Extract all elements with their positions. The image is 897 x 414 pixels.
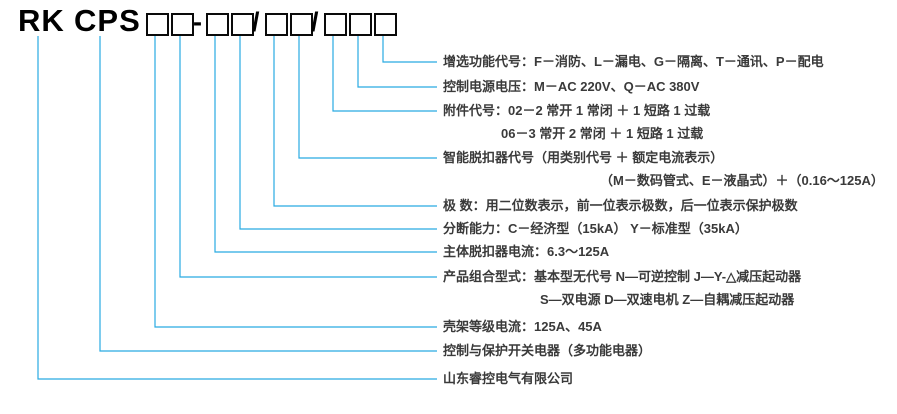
callout-combination-type-line2: S—双电源 D—双速电机 Z—自耦减压起动器 <box>540 292 795 307</box>
box-breaking-capacity <box>231 13 254 36</box>
callout-trip-unit-code-line2: （M－数码管式、E－液晶式）＋（0.16～125A） <box>600 173 884 188</box>
callout-control-voltage: 控制电源电压：M－AC 220V、Q－AC 380V <box>443 79 700 94</box>
callout-company: 山东睿控电气有限公司 <box>443 371 574 386</box>
box-function <box>374 13 397 36</box>
callout-poles: 极 数：用二位数表示，前一位表示极数，后一位表示保护极数 <box>443 198 798 213</box>
callout-line-breaking-capacity <box>239 36 437 230</box>
callout-product-name: 控制与保护开关电器（多功能电器） <box>443 343 652 358</box>
box-control-voltage <box>349 13 372 36</box>
dash-separator: - <box>193 7 202 37</box>
callout-accessory-code-line2: 06－3 常开 2 常闭 ＋ 1 短路 1 过载 <box>501 126 704 141</box>
callout-line-company <box>37 36 437 380</box>
slash-separator-1: / <box>252 7 260 37</box>
callout-combination-type: 产品组合型式：基本型无代号 N—可逆控制 J—Y-△减压起动器 <box>443 269 802 284</box>
callout-frame-current: 壳架等级电流：125A、45A <box>443 319 602 334</box>
slash-separator-2: / <box>311 7 319 37</box>
callout-line-control-voltage <box>357 36 437 88</box>
callout-accessory-code: 附件代号：02－2 常开 1 常闭 ＋ 1 短路 1 过载 <box>443 103 711 118</box>
box-frame-current <box>146 13 169 36</box>
callout-breaking-capacity: 分断能力：C－经济型（15kA） Y－标准型（35kA） <box>443 221 748 236</box>
callout-line-function-codes <box>382 36 437 63</box>
callout-line-trip-unit-code <box>298 36 437 159</box>
callout-trip-current: 主体脱扣器电流：6.3～125A <box>443 244 610 259</box>
callout-line-frame-current <box>154 36 437 328</box>
callout-line-accessory-code <box>332 36 437 112</box>
box-poles <box>265 13 288 36</box>
box-trip-current <box>206 13 229 36</box>
callout-function-codes: 增选功能代号：F－消防、L－漏电、G－隔离、T－通讯、P－配电 <box>443 54 824 69</box>
box-trip-unit <box>290 13 313 36</box>
callout-line-poles <box>273 36 437 207</box>
product-code: CPS <box>74 3 141 38</box>
callout-line-trip-current <box>214 36 437 253</box>
brand-code: RK <box>18 3 65 38</box>
box-accessory <box>324 13 347 36</box>
callout-trip-unit-code: 智能脱扣器代号（用类别代号 ＋ 额定电流表示） <box>443 150 724 165</box>
box-combination-type <box>171 13 194 36</box>
callout-line-combination-type <box>179 36 437 278</box>
callout-line-product-name <box>99 36 437 352</box>
